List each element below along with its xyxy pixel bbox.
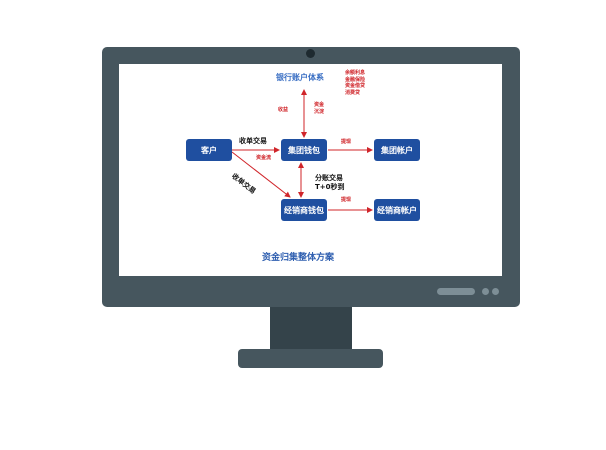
label-deposit-line: 资金 [314,102,325,108]
node-customer[interactable]: 客户 [186,139,232,161]
label-split-line: T+0秒到 [315,183,345,191]
diagram-caption: 资金归集整体方案 [262,253,335,263]
node-group-account[interactable]: 集团帐户 [374,139,420,161]
label-split-line: 分账交易 [315,174,343,182]
arrow-customer-dealer [231,151,291,198]
monitor-screen [119,64,502,276]
label-withdraw-dealer: 提现 [341,197,352,203]
node-group-wallet[interactable]: 集团钱包 [281,139,327,161]
service-item: 金融保险 [345,76,366,83]
label-income: 收益 [278,107,289,113]
node-dealer-wallet[interactable]: 经销商钱包 [281,199,327,221]
bank-system-title: 银行账户体系 [276,73,324,82]
service-item: 消费贷 [345,89,361,96]
monitor-button [482,288,489,295]
monitor-stand-neck [270,307,352,350]
label-withdraw-group: 提现 [341,139,352,145]
node-dealer-account[interactable]: 经销商帐户 [374,199,420,221]
service-item: 资金借贷 [345,83,366,89]
label-fund-flow: 资金流 [256,155,272,161]
label-deposit-line: 沉淀 [314,108,325,115]
monitor-stand-base [238,349,383,368]
monitor-control-bar [437,288,475,295]
label-acquiring: 收单交易 [239,137,267,145]
services-list: 余额利息 金融保险 资金借贷 消费贷 [345,70,365,96]
camera-icon [306,49,315,58]
label-deposit: 资金沉淀 [314,102,324,115]
service-item: 余额利息 [345,70,366,76]
monitor-button [492,288,499,295]
